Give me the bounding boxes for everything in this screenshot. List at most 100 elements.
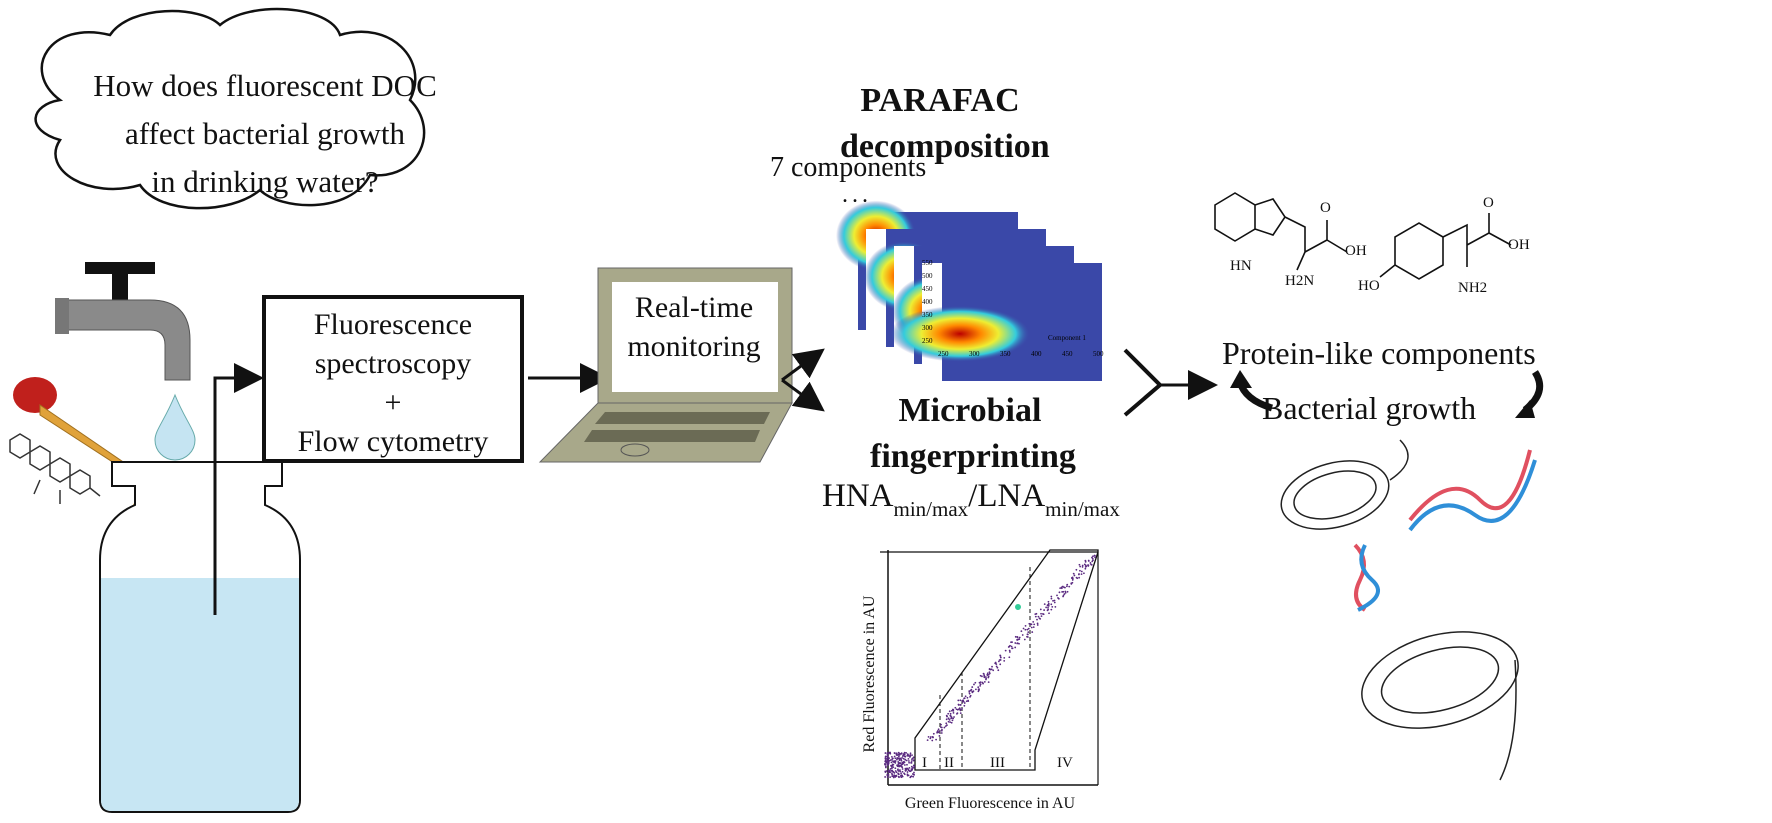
event-dot xyxy=(887,759,890,762)
event-dot xyxy=(887,771,890,774)
event-dot xyxy=(985,677,987,680)
question-line: in drinking water? xyxy=(151,164,379,199)
event-dot xyxy=(966,696,969,699)
event-dot xyxy=(995,665,998,668)
event-dot xyxy=(984,676,987,678)
event-dot xyxy=(997,660,1000,663)
event-dot xyxy=(949,721,951,724)
gate-label: III xyxy=(990,755,1005,771)
event-dot xyxy=(890,755,893,758)
event-dot xyxy=(897,761,900,763)
event-dot xyxy=(1065,585,1068,588)
event-dot xyxy=(912,775,915,778)
event-dot xyxy=(1091,557,1094,560)
event-dot xyxy=(938,735,941,737)
event-dot xyxy=(941,728,943,731)
event-dot xyxy=(908,761,910,764)
event-dot xyxy=(935,738,937,741)
hna: HNA xyxy=(822,478,894,514)
event-dot xyxy=(1084,567,1087,570)
event-dot xyxy=(885,770,888,772)
event-dot xyxy=(1032,626,1035,629)
event-dot xyxy=(1050,597,1053,600)
event-dot xyxy=(936,731,939,734)
event-dot xyxy=(940,732,943,734)
event-dot xyxy=(973,683,975,686)
subscript: min/max xyxy=(1045,497,1120,521)
event-dot xyxy=(964,695,967,698)
event-dot xyxy=(1018,638,1021,641)
event-dot xyxy=(901,756,903,759)
lna: LNA xyxy=(977,478,1046,514)
event-dot xyxy=(905,768,908,771)
event-dot xyxy=(959,699,962,702)
event-dot xyxy=(1051,605,1054,608)
event-dot xyxy=(1040,615,1043,617)
sample-arrow xyxy=(213,363,264,615)
atom-label: O xyxy=(1320,200,1331,216)
event-dot xyxy=(902,753,905,755)
event-dot xyxy=(907,755,910,757)
event-dot xyxy=(1062,595,1064,598)
event-dot xyxy=(894,776,897,778)
event-dot xyxy=(950,709,953,712)
event-dot xyxy=(891,775,894,778)
atom-label: O xyxy=(1483,195,1494,211)
event-dot xyxy=(898,776,900,779)
event-dot xyxy=(979,683,982,686)
event-dot xyxy=(911,754,913,757)
event-dot xyxy=(897,765,900,768)
event-dot xyxy=(1084,560,1087,563)
event-dot xyxy=(988,668,991,671)
event-dot xyxy=(906,774,909,777)
event-dot xyxy=(888,769,890,772)
event-dot xyxy=(891,763,894,766)
event-dot xyxy=(890,761,893,764)
event-dot xyxy=(898,759,901,762)
event-dot xyxy=(891,757,894,760)
laptop-screen-text: Real-time monitoring xyxy=(614,288,774,388)
event-dot xyxy=(945,714,948,717)
slash: / xyxy=(968,478,978,514)
event-dot xyxy=(1003,659,1006,662)
event-dot xyxy=(994,661,997,664)
event-dot xyxy=(902,754,905,757)
event-dot xyxy=(1036,622,1039,625)
event-dot xyxy=(955,712,958,715)
event-dot xyxy=(987,676,990,679)
event-dot xyxy=(1072,572,1075,575)
y-tick: 300 xyxy=(922,324,933,332)
event-dot xyxy=(932,736,934,739)
event-dot xyxy=(901,768,904,770)
event-dot xyxy=(901,770,904,773)
event-dot xyxy=(1053,599,1056,602)
event-dot xyxy=(949,712,952,715)
event-dot xyxy=(967,699,970,702)
event-dot xyxy=(955,708,958,711)
event-dot xyxy=(888,757,890,759)
event-dot xyxy=(892,776,895,779)
event-dot xyxy=(932,732,935,735)
event-dot xyxy=(1050,608,1053,611)
event-dot xyxy=(889,776,892,779)
event-dot xyxy=(896,757,899,760)
event-dot xyxy=(1046,604,1049,606)
atom-label: H2N xyxy=(1285,273,1315,289)
event-dot xyxy=(959,708,962,711)
event-dot xyxy=(978,688,980,691)
component-count: 7 components xyxy=(770,152,927,183)
event-dot xyxy=(1066,583,1069,586)
event-dot xyxy=(1062,590,1065,593)
event-dot xyxy=(949,714,952,717)
event-dot xyxy=(943,726,946,729)
dom-molecule-icon xyxy=(9,433,101,504)
title-line: fingerprinting xyxy=(870,438,1076,475)
event-dot xyxy=(900,752,903,755)
event-dot xyxy=(978,681,981,684)
event-dot xyxy=(906,771,909,773)
event-dot xyxy=(884,752,887,754)
event-dot xyxy=(904,758,907,761)
event-dot xyxy=(952,717,955,720)
event-dot xyxy=(1038,617,1041,620)
